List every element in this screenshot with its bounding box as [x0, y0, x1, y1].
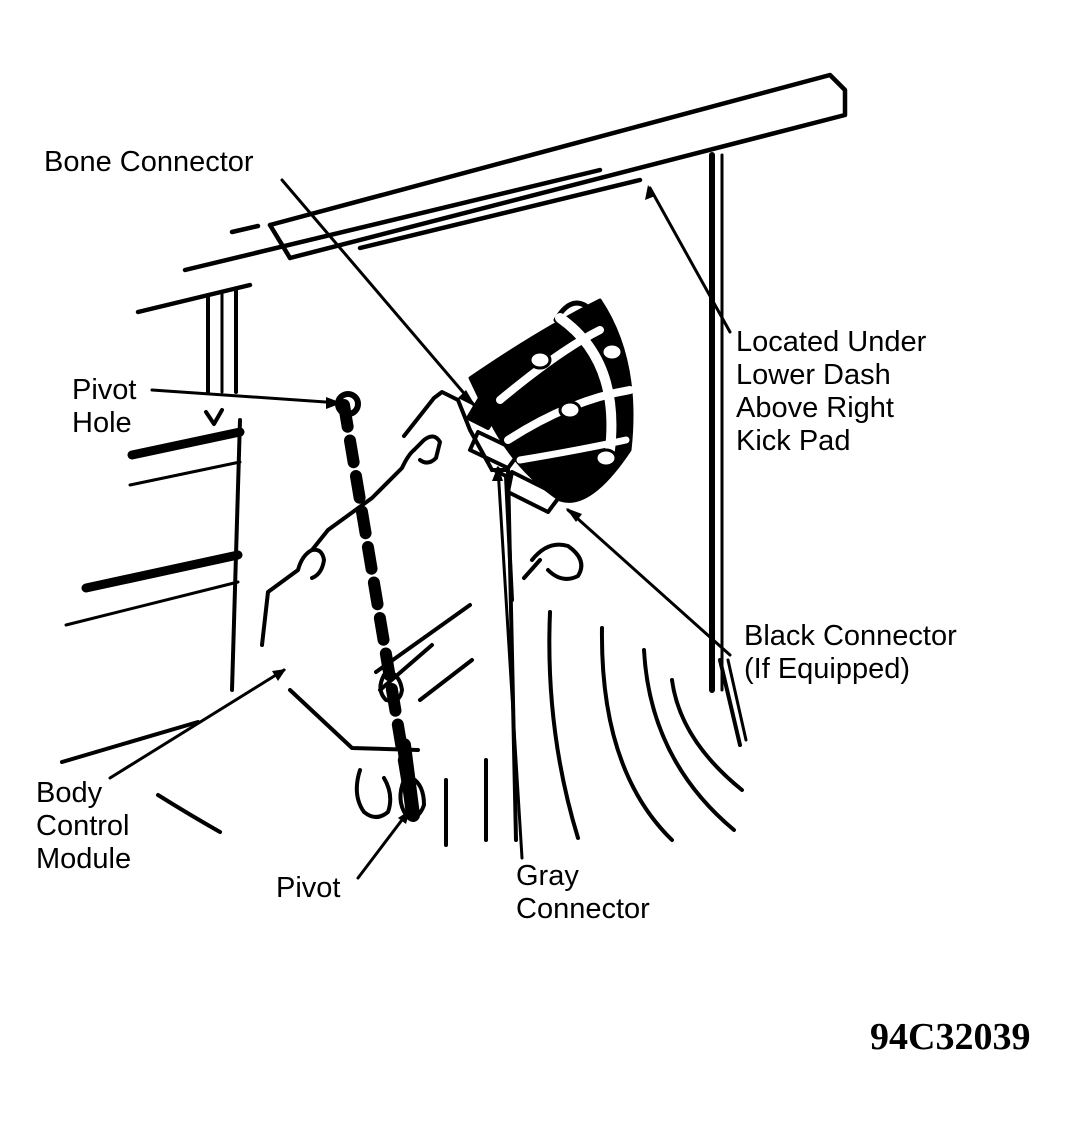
label-location-note: Located Under Lower Dash Above Right Kic…: [736, 326, 927, 457]
arrowheads: [272, 185, 655, 824]
arrow-bone-connector: [458, 390, 476, 407]
label-black-connector: Black Connector (If Equipped): [744, 620, 957, 685]
dash-crossmember: [135, 72, 848, 315]
leader-pivot-hole: [150, 388, 342, 405]
leader-gray-connector: [496, 466, 524, 860]
dash-brace-right: [709, 152, 748, 747]
leader-bone-connector: [280, 178, 476, 407]
leader-location-note: [648, 186, 732, 334]
body-control-module: [260, 390, 518, 842]
leader-lines: [108, 178, 732, 880]
leader-pivot: [356, 810, 410, 880]
arrow-location-note: [645, 185, 655, 200]
arrow-body-control-module: [272, 669, 286, 681]
label-body-control-module: Body Control Module: [36, 777, 132, 875]
label-pivot: Pivot: [276, 872, 341, 904]
leader-black-connector: [566, 508, 732, 657]
dash-brace-left: [60, 288, 245, 834]
label-gray-connector: Gray Connector: [516, 860, 650, 925]
arrow-pivot: [398, 810, 410, 824]
arrow-gray-connector: [492, 466, 503, 481]
figure-id: 94C32039: [870, 1016, 1031, 1058]
arrow-black-connector: [566, 508, 582, 522]
kick-pad: [444, 610, 744, 847]
arrow-pivot-hole: [326, 397, 342, 409]
label-pivot-hole: Pivot Hole: [72, 374, 137, 439]
pivot-assembly: [335, 391, 426, 822]
wiring-harness: [466, 298, 634, 581]
leader-body-control-module: [108, 668, 286, 780]
label-bone-connector: Bone Connector: [44, 146, 254, 178]
